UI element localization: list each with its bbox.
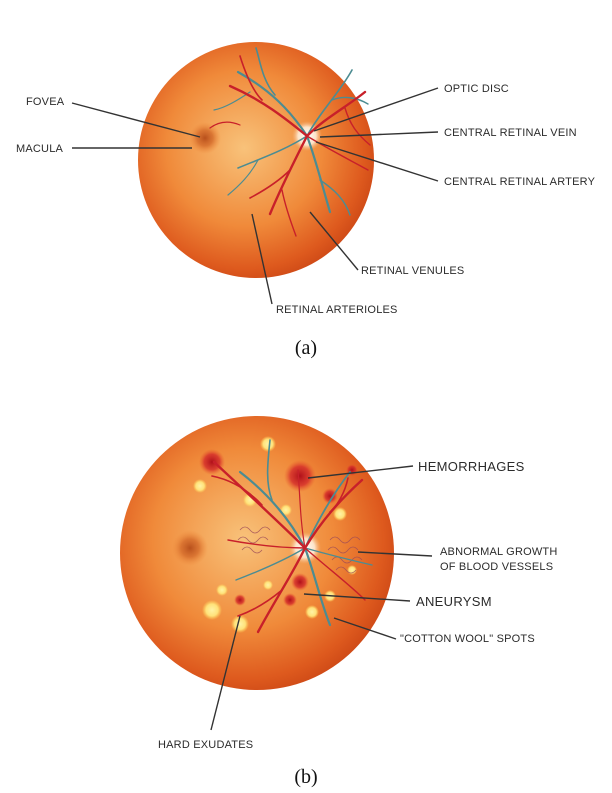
label-abnormal-growth-line2: OF BLOOD VESSELS — [440, 561, 553, 573]
figure-b: HEMORRHAGES ABNORMAL GROWTH OF BLOOD VES… — [120, 416, 558, 788]
label-retinal-arterioles: RETINAL ARTERIOLES — [276, 304, 398, 316]
fovea-b — [172, 530, 208, 566]
label-aneurysm: ANEURYSM — [416, 594, 492, 609]
label-central-retinal-artery: CENTRAL RETINAL ARTERY — [444, 176, 596, 188]
fovea-a — [189, 122, 221, 154]
label-hemorrhages: HEMORRHAGES — [418, 459, 525, 474]
figure-a: FOVEA MACULA OPTIC DISC CENTRAL RETINAL … — [16, 42, 596, 359]
label-central-retinal-vein: CENTRAL RETINAL VEIN — [444, 127, 577, 139]
label-fovea: FOVEA — [26, 96, 65, 108]
caption-a: (a) — [295, 337, 317, 359]
label-abnormal-growth-line1: ABNORMAL GROWTH — [440, 546, 558, 558]
label-cotton-wool-spots: "COTTON WOOL" SPOTS — [400, 633, 535, 645]
label-optic-disc: OPTIC DISC — [444, 83, 509, 95]
label-retinal-venules: RETINAL VENULES — [361, 265, 464, 277]
caption-b: (b) — [294, 766, 317, 788]
label-macula: MACULA — [16, 143, 64, 155]
label-hard-exudates: HARD EXUDATES — [158, 739, 253, 751]
